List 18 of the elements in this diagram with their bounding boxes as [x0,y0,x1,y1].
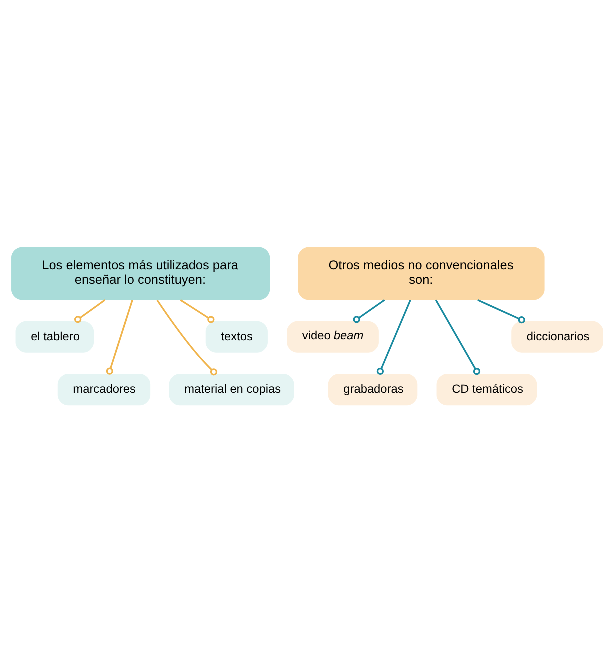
connector [106,300,134,374]
node-box: marcadores [58,374,151,406]
connector [156,299,218,376]
node-box: video beam [287,320,379,352]
connector [180,299,215,323]
connector [376,299,412,375]
node-box: grabadoras [328,374,418,406]
connector [478,298,526,324]
node-box: el tablero [16,320,94,352]
node-box: textos [206,320,268,352]
connector [435,299,481,375]
node-box: CD temáticos [436,374,538,406]
node-box: diccionarios [512,320,604,352]
connector [74,299,106,323]
connector [353,299,386,323]
node-box: material en copias [169,374,294,406]
node-box: Otros medios no convencionales son: [298,246,545,300]
node-box: Los elementos más utilizados para enseñar lo constituyen: [12,246,270,300]
